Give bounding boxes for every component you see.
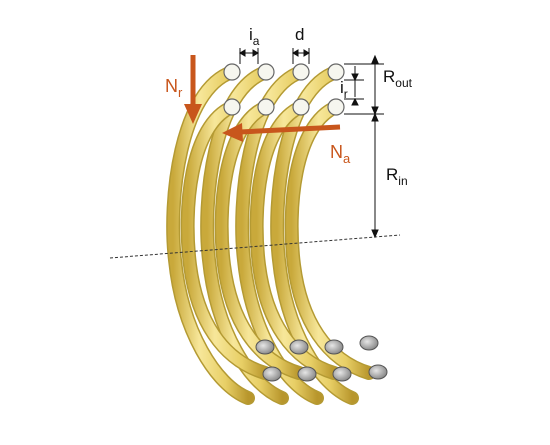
- top-cross-sections-outer: [223, 63, 345, 81]
- label-rin: Rin: [386, 165, 408, 188]
- label-rout: Rout: [383, 67, 413, 90]
- label-ia: ia: [249, 25, 260, 48]
- bottom-cut-ends: [255, 335, 388, 382]
- force-arrow-na: [222, 123, 341, 142]
- axis-dashed-line: [109, 234, 401, 259]
- label-d: d: [295, 25, 304, 44]
- force-arrow-nr: [184, 55, 202, 124]
- label-ir: ir: [340, 78, 348, 101]
- top-cross-sections-inner: [223, 98, 345, 116]
- dimension-lines: [239, 48, 384, 239]
- label-na: Na: [330, 142, 351, 166]
- label-nr: Nr: [165, 76, 183, 100]
